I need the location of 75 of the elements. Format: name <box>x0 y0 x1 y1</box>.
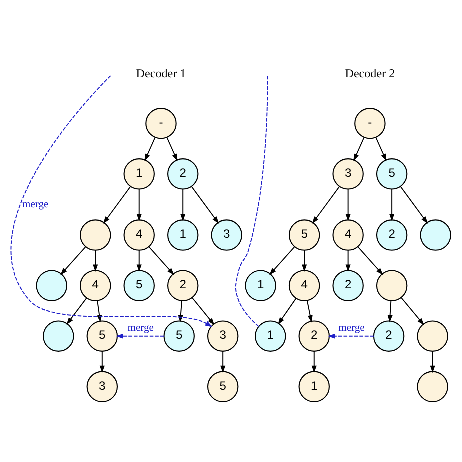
node-circle: 5 <box>124 270 155 301</box>
arrow <box>136 188 142 221</box>
node-circle: 2 <box>168 158 199 190</box>
arrow <box>312 350 317 373</box>
node-circle: 5 <box>288 219 320 250</box>
arrow <box>312 186 340 224</box>
node-circle: - <box>146 108 177 139</box>
arrow <box>390 188 395 221</box>
node-circle <box>36 270 68 301</box>
node-circle: 5 <box>164 320 195 352</box>
node-circle <box>420 219 452 250</box>
arrow <box>346 188 351 221</box>
arrow <box>220 350 226 373</box>
node-circle: 1 <box>168 219 199 250</box>
arrow <box>278 298 297 324</box>
node-circle <box>417 320 448 352</box>
arrow <box>358 246 384 275</box>
arrow <box>60 246 86 275</box>
node-circle: 3 <box>211 219 242 250</box>
arrow <box>136 249 142 272</box>
label: Decoder 2 <box>345 66 396 80</box>
label: Decoder 1 <box>136 66 186 80</box>
node-circle: 4 <box>332 219 364 250</box>
arrow <box>388 300 393 322</box>
node-circle: 2 <box>373 320 405 352</box>
arrow <box>354 136 365 161</box>
edge-label: merge <box>128 322 154 334</box>
arrow <box>400 186 428 224</box>
node-circle: 2 <box>298 320 330 352</box>
node-circle: 3 <box>332 158 364 190</box>
node-circle: 5 <box>207 370 239 402</box>
node-circle: 1 <box>255 320 286 352</box>
connector <box>235 75 268 327</box>
arrow <box>270 246 296 275</box>
arrow <box>166 136 178 161</box>
arrow <box>180 188 186 221</box>
node-circle: 3 <box>207 320 239 352</box>
arrow <box>346 249 351 272</box>
arrow <box>376 136 387 161</box>
node-circle: 5 <box>376 158 408 190</box>
arrow <box>178 300 184 322</box>
node-circle: 5 <box>86 320 118 352</box>
node-circle: 1 <box>245 270 276 301</box>
node-circle <box>376 270 408 301</box>
node-circle: 1 <box>124 158 155 190</box>
arrow <box>192 296 215 325</box>
arrow <box>97 300 102 322</box>
node-circle: 2 <box>168 270 199 301</box>
node-circle <box>43 320 74 352</box>
arrow <box>191 186 220 224</box>
edge-label: merge <box>22 199 49 210</box>
arrow <box>430 350 436 373</box>
node-circle: 4 <box>124 219 155 250</box>
arrow <box>306 300 313 322</box>
node-circle: 3 <box>86 370 118 402</box>
edge-label: merge <box>338 322 365 334</box>
node-circle: 1 <box>298 370 330 402</box>
arrow <box>328 333 374 338</box>
arrow <box>93 249 98 272</box>
arrow <box>66 297 88 324</box>
node-circle: 4 <box>80 270 112 301</box>
arrow <box>11 75 215 327</box>
node-circle: 2 <box>376 219 408 250</box>
arrow <box>144 136 156 161</box>
arrow <box>302 249 308 272</box>
arrow <box>401 296 424 325</box>
arrow <box>148 246 174 275</box>
arrow <box>103 186 132 224</box>
arrow <box>116 333 165 338</box>
node-circle <box>417 370 448 402</box>
node-circle: 4 <box>288 270 320 301</box>
node-circle <box>80 219 112 250</box>
node-circle: 2 <box>332 270 364 301</box>
node-circle: - <box>354 108 386 139</box>
arrow <box>100 350 105 373</box>
